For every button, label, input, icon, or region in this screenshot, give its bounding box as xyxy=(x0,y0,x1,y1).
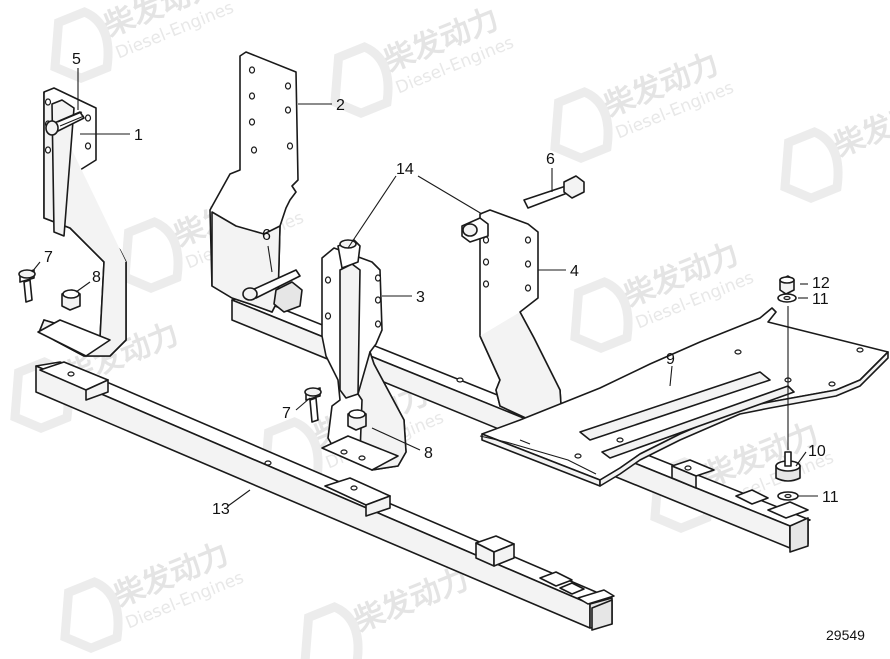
part-7-bolt-left xyxy=(18,269,36,303)
part-12-nut xyxy=(779,275,795,295)
part-2-bracket xyxy=(209,51,299,313)
callout-7-left: 7 xyxy=(44,249,53,266)
callout-8-middle: 8 xyxy=(424,445,433,462)
figure-number: 29549 xyxy=(826,627,865,643)
part-13-frame-rail xyxy=(35,361,615,631)
callout-6-right: 6 xyxy=(546,151,555,168)
part-9-mounting-plate xyxy=(479,307,889,487)
watermark-10: 柴发动力 Diesel-Engines xyxy=(60,536,247,654)
callout-9: 9 xyxy=(666,351,675,368)
callout-6-left: 6 xyxy=(262,227,271,244)
callout-11-bottom: 11 xyxy=(822,489,839,506)
part-1-bracket xyxy=(37,87,127,357)
part-11-washer-top xyxy=(777,293,797,303)
leader-lines xyxy=(31,68,818,507)
callout-labels: 1 2 3 4 5 6 6 7 7 8 8 9 10 11 11 12 13 1… xyxy=(44,51,839,518)
part-5-bolt xyxy=(45,111,85,136)
callout-2: 2 xyxy=(336,97,345,114)
callout-1: 1 xyxy=(134,127,143,144)
callout-7-middle: 7 xyxy=(282,405,291,422)
watermark-1: 柴发动力 Diesel-Engines xyxy=(50,0,237,84)
part-7-bolt-middle xyxy=(304,387,322,423)
watermark-11: 柴发动力 xyxy=(300,561,474,659)
watermark-2: 柴发动力 Diesel-Engines xyxy=(330,1,517,119)
part-8-nut-middle xyxy=(347,409,367,431)
part-10-rubber-mount xyxy=(775,451,801,482)
callout-12: 12 xyxy=(812,275,830,292)
part-6-stud-left xyxy=(242,269,303,313)
part-11-washer-bottom xyxy=(777,491,799,501)
part-6-bolt-right xyxy=(523,175,585,209)
watermark-3: 柴发动力 Diesel-Engines xyxy=(550,46,737,164)
callout-4: 4 xyxy=(570,263,579,280)
callout-13: 13 xyxy=(212,501,230,518)
part-8-nut-left xyxy=(61,289,81,311)
callout-10: 10 xyxy=(808,443,826,460)
callout-14: 14 xyxy=(396,161,414,178)
callout-11-top: 11 xyxy=(812,291,829,308)
part-3-bracket xyxy=(321,247,407,471)
callout-3: 3 xyxy=(416,289,425,306)
callout-5: 5 xyxy=(72,51,81,68)
watermark-brand: 柴发动力 xyxy=(349,561,473,638)
watermark-4: 柴发动力 xyxy=(780,86,890,204)
callout-8-left: 8 xyxy=(92,269,101,286)
watermark-brand: 柴发动力 xyxy=(829,86,890,163)
